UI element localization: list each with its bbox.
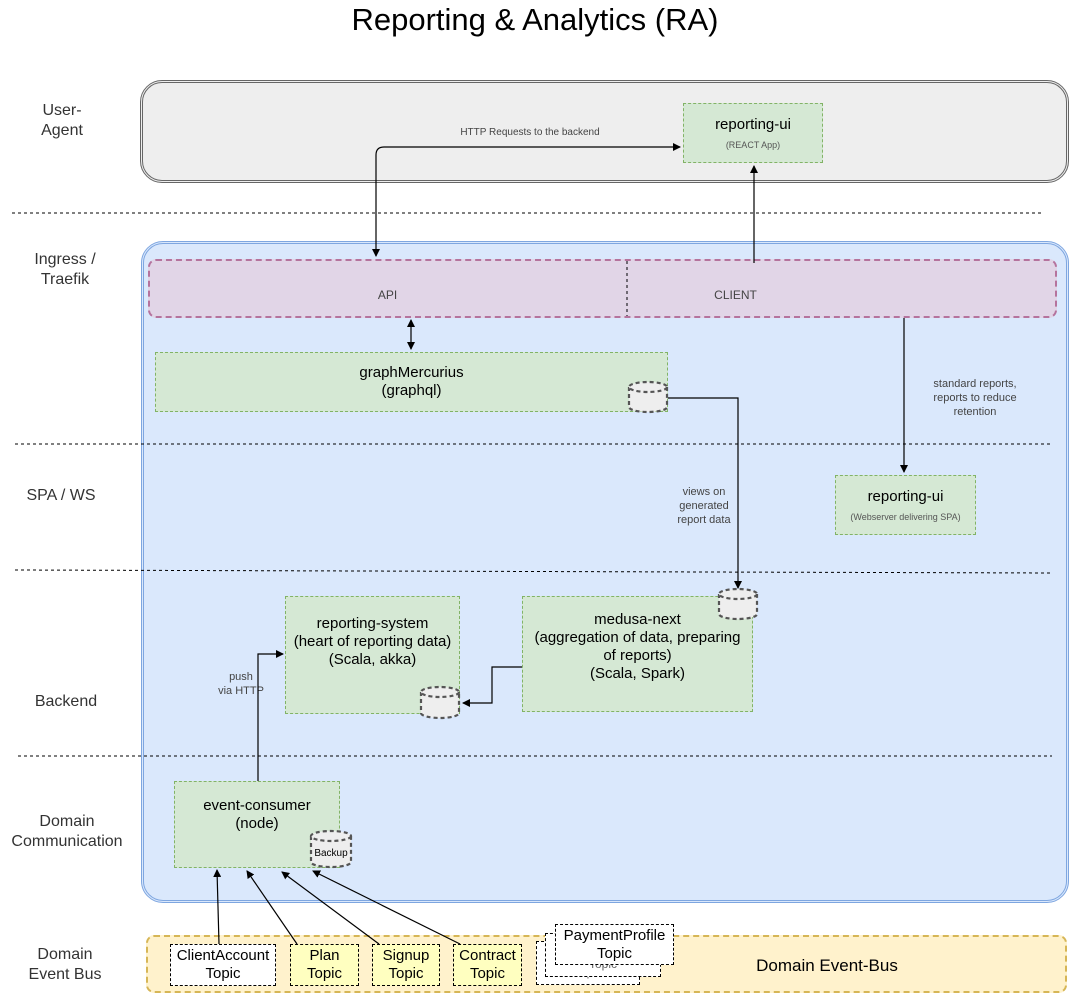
reporting-system-name: reporting-system (heart of reporting dat…	[293, 615, 452, 668]
graph-mercurius-name: graphMercurius (graphql)	[359, 364, 464, 399]
event-consumer-name: event-consumer (node)	[203, 796, 311, 832]
reporting-ui-spa-name: reporting-ui	[867, 488, 944, 505]
lane-label-ingress: Ingress / Traefik	[34, 251, 96, 288]
topic-payment-profile: PaymentProfile Topic	[555, 924, 674, 965]
event-bus-label: Domain Event-Bus	[756, 956, 898, 975]
reporting-ui-react-node: reporting-ui (REACT App)	[683, 103, 823, 163]
diagram-title: Reporting & Analytics (RA)	[351, 2, 719, 37]
reporting-ui-spa-node: reporting-ui (Webserver delivering SPA)	[835, 475, 976, 535]
lane-label-spa: SPA / WS	[26, 487, 96, 504]
medusa-next-node: medusa-next (aggregation of data, prepar…	[522, 596, 753, 712]
ingress-bar	[148, 259, 1057, 318]
medusa-next-name: medusa-next (aggregation of data, prepar…	[534, 611, 741, 682]
topic-plan: Plan Topic	[290, 944, 359, 986]
push-annotation: push via HTTP	[218, 671, 264, 697]
views-annotation: views on generated report data	[677, 486, 731, 526]
graph-mercurius-node: graphMercurius (graphql)	[155, 352, 668, 412]
standard-reports-annotation: standard reports, reports to reduce rete…	[933, 378, 1017, 418]
lane-label-backend: Backend	[34, 693, 98, 710]
lane-label-user-agent: User- Agent	[41, 102, 83, 139]
topic-client-account: ClientAccount Topic	[170, 944, 276, 986]
ingress-client-label: CLIENT	[714, 288, 757, 302]
http-requests-annotation: HTTP Requests to the backend	[460, 127, 600, 138]
reporting-ui-spa-sub: (Webserver delivering SPA)	[850, 512, 961, 522]
topic-signup: Signup Topic	[372, 944, 440, 986]
reporting-ui-react-name: reporting-ui	[715, 116, 791, 133]
reporting-system-node: reporting-system (heart of reporting dat…	[285, 596, 460, 714]
lane-label-domain-communication: Domain Communication	[11, 813, 123, 850]
topic-contract: Contract Topic	[453, 944, 522, 986]
backup-label: Backup	[314, 848, 348, 859]
ingress-api-label: API	[377, 288, 398, 302]
lane-label-event-bus: Domain Event Bus	[28, 946, 102, 983]
reporting-ui-react-sub: (REACT App)	[725, 140, 781, 150]
